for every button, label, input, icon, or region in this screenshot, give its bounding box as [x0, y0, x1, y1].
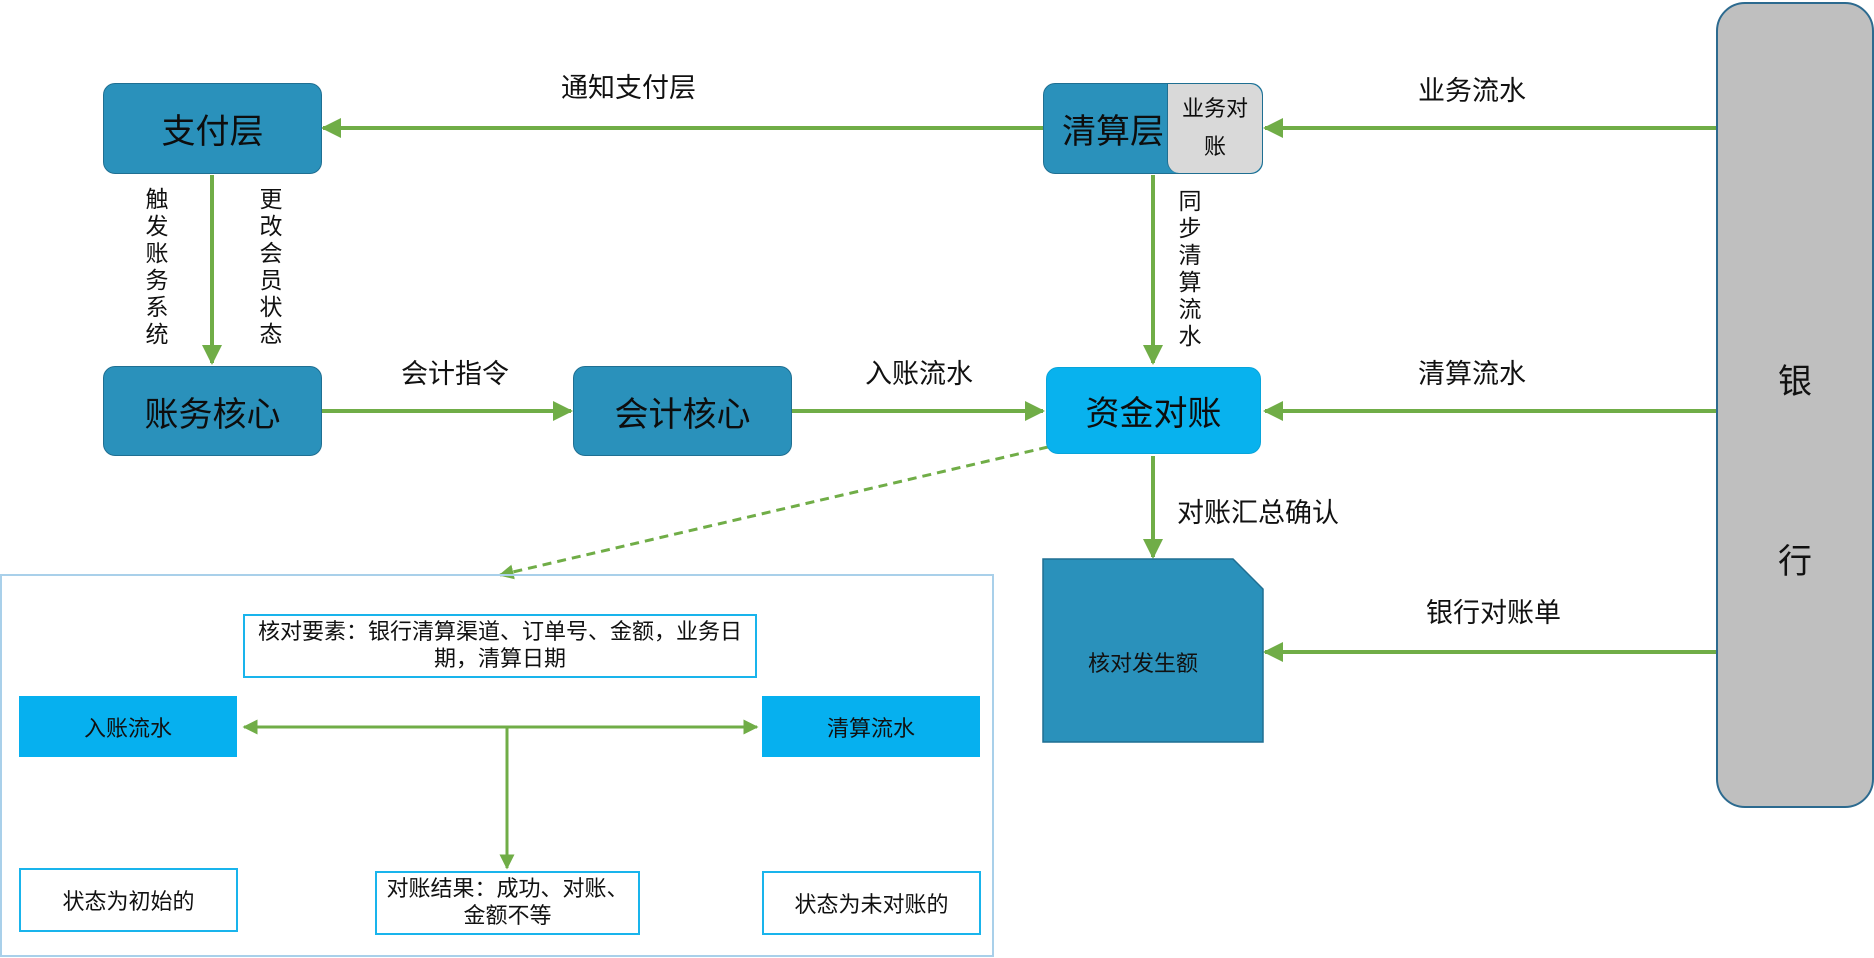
verify-amount-label: 核对发生额 — [1087, 652, 1198, 677]
edge-label-notify-payment: 通知支付层 — [561, 73, 696, 104]
reconciliation-result-text: 对账结果：成功、对账、金额不等 — [386, 877, 629, 929]
bank-box — [1716, 2, 1874, 808]
edge-label-summary-confirm: 对账汇总确认 — [1177, 498, 1339, 529]
edge-label-bank-statement: 银行对账单 — [1426, 598, 1561, 629]
clearing-flow-text: 清算流水 — [826, 716, 915, 742]
vlabel-trigger-accounting: 触发账务系统 — [145, 187, 169, 348]
reconciliation-result-box: 对账结果：成功、对账、金额不等 — [375, 871, 640, 935]
verify-amount-shape — [1042, 558, 1264, 743]
check-elements-box: 核对要素：银行清算渠道、订单号、金额，业务日期，清算日期 — [243, 614, 757, 678]
edge-label-business-flow: 业务流水 — [1418, 76, 1526, 107]
clearing-flow-box: 清算流水 — [762, 696, 980, 757]
dashed-detail-pointer — [498, 445, 1049, 580]
bank-label: 银行 — [1778, 362, 1812, 582]
fund-reconciliation-node: 资金对账 — [1046, 367, 1261, 454]
edge-label-accounting-instruction: 会计指令 — [401, 359, 509, 390]
status-unreconciled-box: 状态为未对账的 — [762, 871, 981, 935]
edge-label-posting-flow: 入账流水 — [865, 359, 973, 390]
business-reconciliation-subbox: 业务对账 — [1167, 84, 1262, 173]
status-initial-text: 状态为初始的 — [62, 890, 195, 915]
clearing-layer-label: 清算层 — [1062, 112, 1164, 152]
business-reconciliation-label: 业务对账 — [1182, 96, 1249, 160]
detail-panel — [0, 574, 994, 957]
check-elements-text: 核对要素：银行清算渠道、订单号、金额，业务日期，清算日期 — [257, 620, 742, 672]
payment-layer-label: 支付层 — [161, 112, 264, 152]
status-unreconciled-text: 状态为未对账的 — [794, 893, 949, 918]
posting-flow-box: 入账流水 — [19, 696, 237, 757]
vlabel-sync-clearing-flow: 同步清算流水 — [1178, 189, 1202, 350]
edge-label-clearing-flow: 清算流水 — [1418, 359, 1526, 390]
accounting-core-label: 账务核心 — [144, 394, 281, 435]
accounting-core-node: 账务核心 — [103, 366, 322, 456]
vlabel-change-member-status: 更改会员状态 — [259, 187, 283, 348]
status-initial-box: 状态为初始的 — [19, 868, 238, 932]
posting-flow-text: 入账流水 — [83, 716, 172, 742]
fund-reconciliation-label: 资金对账 — [1085, 394, 1222, 434]
payment-layer-node: 支付层 — [103, 83, 322, 174]
clearing-layer-node: 清算层 业务对账 — [1043, 83, 1263, 174]
bookkeeping-core-label: 会计核心 — [614, 394, 751, 435]
bookkeeping-core-node: 会计核心 — [573, 366, 792, 456]
